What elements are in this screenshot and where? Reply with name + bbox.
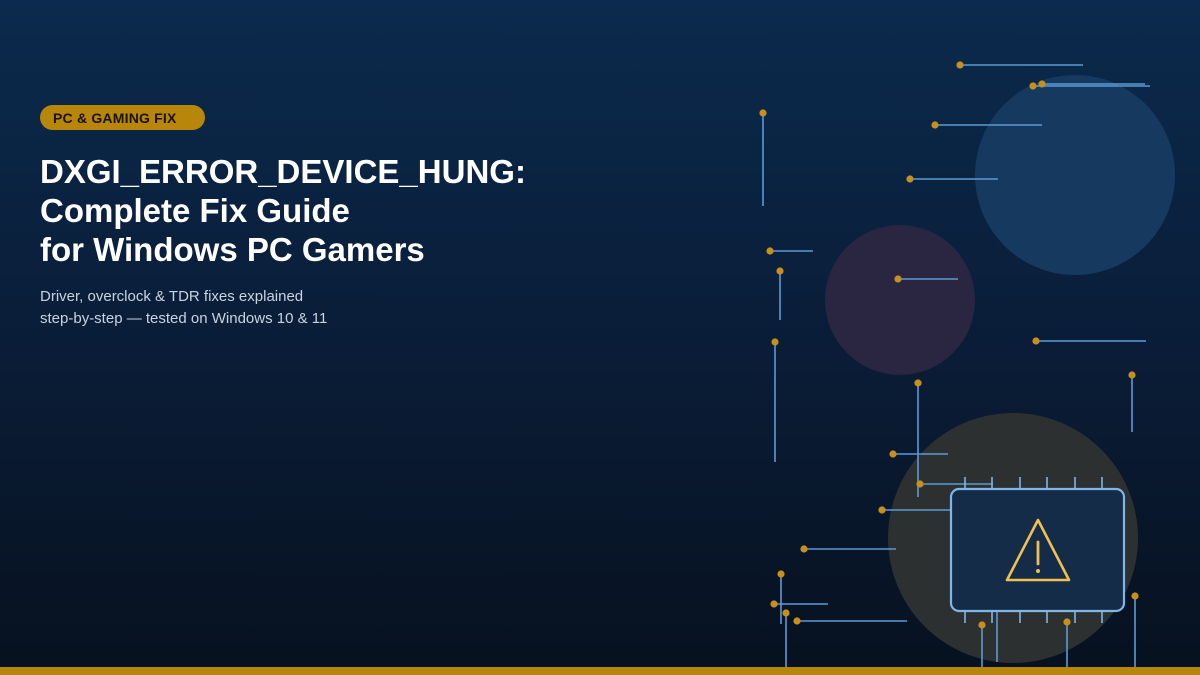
category-badge: PC & GAMING FIX: [40, 105, 205, 130]
circuit-node: [776, 267, 784, 275]
circuit-node: [889, 450, 897, 458]
subtitle-line-1: Driver, overclock & TDR fixes explained: [40, 288, 304, 305]
circuit-node: [1038, 80, 1046, 88]
circuit-node: [1128, 371, 1136, 379]
chip-pins: [964, 477, 1103, 623]
circuit-node: [766, 247, 774, 255]
circuit-node: [956, 61, 964, 69]
warning-triangle-icon: [1005, 518, 1071, 582]
circuit-node: [1029, 82, 1037, 90]
circuit-node: [782, 609, 790, 617]
circuit-node: [931, 121, 939, 129]
circuit-node: [978, 621, 986, 629]
circuit-node: [759, 109, 767, 117]
circuit-traces: [762, 64, 1150, 668]
circuit-node: [770, 600, 778, 608]
subtitle-line-2: step-by-step — tested on Windows 10 & 11: [40, 310, 328, 327]
circuit-node: [793, 617, 801, 625]
page-title-line-3: for Windows PC Gamers: [40, 231, 425, 268]
accent-bar: [0, 667, 1200, 675]
circuit-node: [894, 275, 902, 283]
page-title-line-2: Complete Fix Guide: [40, 192, 350, 229]
circuit-node: [1131, 592, 1139, 600]
glow-circle-purple: [825, 225, 975, 375]
circuit-node: [777, 570, 785, 578]
circuit-node: [878, 506, 886, 514]
circuit-node: [771, 338, 779, 346]
circuit-node: [1063, 618, 1071, 626]
circuit-node: [906, 175, 914, 183]
circuit-node: [1032, 337, 1040, 345]
circuit-node: [800, 545, 808, 553]
circuit-node: [916, 480, 924, 488]
subtitle: Driver, overclock & TDR fixes explained …: [40, 286, 327, 330]
page-title-line-1: DXGI_ERROR_DEVICE_HUNG:: [40, 153, 526, 190]
circuit-node: [914, 379, 922, 387]
circuit-nodes: [759, 61, 1139, 629]
glow-circle-blue: [975, 75, 1175, 275]
page-title: DXGI_ERROR_DEVICE_HUNG: Complete Fix Gui…: [40, 152, 680, 269]
